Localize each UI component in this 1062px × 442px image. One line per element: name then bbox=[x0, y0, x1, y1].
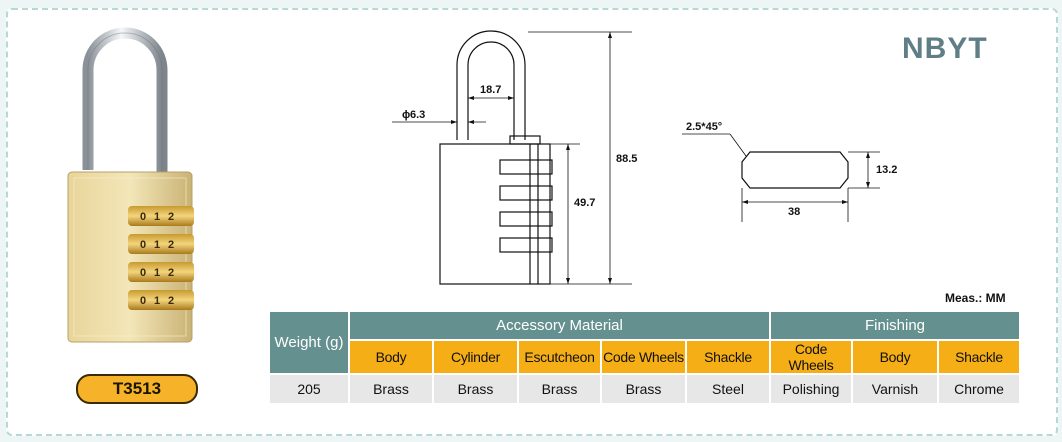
accessory-material-header: Accessory Material bbox=[350, 312, 771, 339]
finishing-header: Finishing bbox=[771, 312, 1019, 339]
svg-text:1: 1 bbox=[154, 211, 160, 223]
svg-text:2: 2 bbox=[168, 295, 174, 307]
col-finish-code-wheels: Code Wheels bbox=[771, 339, 853, 373]
svg-text:0: 0 bbox=[140, 239, 146, 251]
svg-text:1: 1 bbox=[154, 267, 160, 279]
col-finish-shackle: Shackle bbox=[939, 339, 1019, 373]
svg-text:1: 1 bbox=[154, 295, 160, 307]
col-cylinder: Cylinder bbox=[434, 339, 519, 373]
value-escutcheon: Brass bbox=[519, 373, 602, 403]
col-body: Body bbox=[350, 339, 434, 373]
front-view-drawing: 18.7 ϕ 6.3 88.5 49.7 bbox=[392, 30, 637, 285]
measurement-unit-note: Meas.: MM bbox=[945, 291, 1006, 305]
value-finish-body: Varnish bbox=[853, 373, 939, 403]
spec-table: Weight (g) Accessory Material Finishing … bbox=[270, 312, 1019, 403]
svg-text:2: 2 bbox=[168, 211, 174, 223]
dim-body-height: 49.7 bbox=[574, 197, 595, 209]
weight-header: Weight (g) bbox=[270, 312, 350, 373]
col-shackle: Shackle bbox=[687, 339, 771, 373]
col-escutcheon: Escutcheon bbox=[519, 339, 602, 373]
value-finish-shackle: Chrome bbox=[939, 373, 1019, 403]
dim-body-width: 38 bbox=[788, 206, 800, 218]
svg-text:0: 0 bbox=[140, 295, 146, 307]
dim-body-thickness: 13.2 bbox=[876, 164, 897, 176]
value-cylinder: Brass bbox=[434, 373, 519, 403]
svg-text:2: 2 bbox=[168, 267, 174, 279]
svg-text:2: 2 bbox=[168, 239, 174, 251]
dim-shackle-diameter: 6.3 bbox=[410, 109, 425, 121]
brand-logo: NBYT bbox=[902, 32, 988, 65]
dim-shackle-width: 18.7 bbox=[480, 84, 501, 96]
section-view-drawing: 2.5*45° 13.2 38 bbox=[682, 121, 897, 222]
model-number-badge: T3513 bbox=[76, 374, 198, 404]
svg-text:0: 0 bbox=[140, 211, 146, 223]
col-finish-body: Body bbox=[853, 339, 939, 373]
weight-value: 205 bbox=[270, 373, 350, 403]
dim-diameter-symbol: ϕ bbox=[402, 109, 410, 121]
value-shackle: Steel bbox=[687, 373, 771, 403]
svg-text:0: 0 bbox=[140, 267, 146, 279]
dim-chamfer: 2.5*45° bbox=[686, 121, 722, 133]
dim-total-height: 88.5 bbox=[616, 153, 637, 165]
value-finish-code-wheels: Polishing bbox=[771, 373, 853, 403]
value-code-wheels: Brass bbox=[602, 373, 687, 403]
svg-text:1: 1 bbox=[154, 239, 160, 251]
value-body: Brass bbox=[350, 373, 434, 403]
col-code-wheels: Code Wheels bbox=[602, 339, 687, 373]
